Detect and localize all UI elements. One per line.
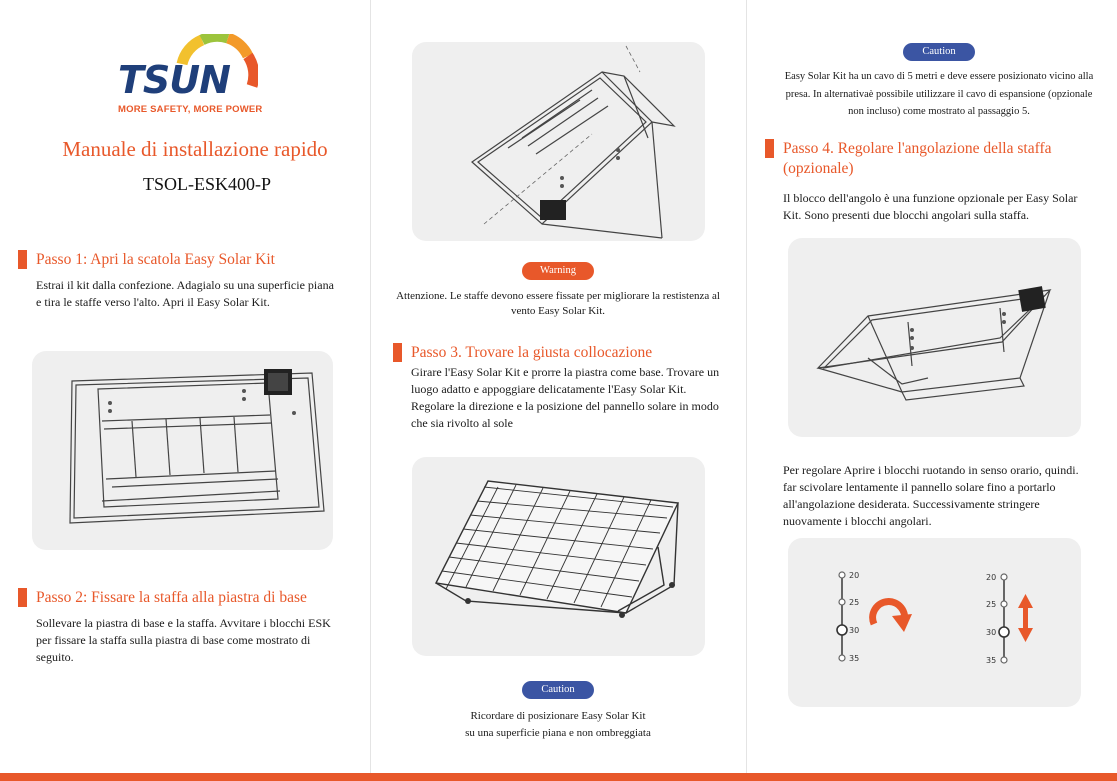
step-3-figure (412, 457, 705, 656)
step-4-heading: Passo 4. Regolare l'angolazione della st… (765, 139, 1105, 179)
step-2-text: Sollevare la piastra di base e la staffa… (36, 616, 331, 664)
step-2-title: Passo 2: Fissare la staffa alla piastra … (36, 589, 307, 606)
angle-label: 25 (849, 598, 859, 607)
brand-tagline: MORE SAFETY, MORE POWER (118, 104, 263, 115)
rotate-clockwise-icon (869, 598, 912, 632)
column-divider (370, 0, 371, 773)
model-number: TSOL-ESK400-P (142, 174, 271, 194)
caution-text: Ricordare di posizionare Easy Solar Kit … (465, 710, 651, 739)
document-title: Manuale di installazione rapido (62, 137, 328, 161)
brand-name: TSUN (118, 58, 231, 102)
step-marker (765, 139, 774, 158)
angle-label: 30 (986, 628, 996, 637)
step-3-title: Passo 3. Trovare la giusta collocazione (411, 344, 653, 361)
unfolded-kit-illustration (69, 369, 325, 524)
angle-scale-right: 20 25 30 35 (986, 573, 1010, 665)
step-marker (18, 588, 27, 607)
caution-badge: Caution (903, 43, 975, 61)
angle-label: 30 (849, 626, 859, 635)
warning-badge: Warning (522, 262, 594, 280)
bracket-assembly-illustration (471, 45, 676, 239)
step-2-heading: Passo 2: Fissare la staffa alla piastra … (18, 588, 358, 608)
angle-label: 35 (849, 654, 859, 663)
step-1-title: Passo 1: Apri la scatola Easy Solar Kit (36, 251, 275, 268)
column-1: TSUN MORE SAFETY, MORE POWER Manuale di … (0, 0, 370, 773)
angle-bracket-illustration (816, 286, 1052, 401)
caution-text: Easy Solar Kit ha un cavo di 5 metri e d… (784, 71, 1094, 117)
step-marker (18, 250, 27, 269)
step-1-text: Estrai il kit dalla confezione. Adagialo… (36, 278, 334, 309)
column-divider (746, 0, 747, 773)
step-4-text: Il blocco dell'angolo è una funzione opz… (783, 191, 1078, 222)
step-4-title: Passo 4. Regolare l'angolazione della st… (783, 140, 1052, 177)
step-4-adjust-text: Per regolare Aprire i blocchi ruotando i… (783, 463, 1079, 528)
angle-label: 20 (986, 573, 996, 582)
step-3-text: Girare l'Easy Solar Kit e prorre la pias… (411, 365, 720, 430)
column-2: Warning Attenzione. Le staffe devono ess… (371, 0, 746, 773)
step-1-figure (32, 351, 333, 550)
angle-lock-diagram: 20 25 30 35 20 25 30 35 (836, 571, 1033, 665)
angle-scale-left: 20 25 30 35 (836, 571, 859, 663)
page-footer-bar (0, 773, 1117, 781)
logo-arc-icon (176, 34, 258, 88)
warning-text: Attenzione. Le staffe devono essere fiss… (396, 290, 720, 317)
angle-label: 20 (849, 571, 859, 580)
column-3: Caution Easy Solar Kit ha un cavo di 5 m… (747, 0, 1117, 773)
angle-label: 25 (986, 600, 996, 609)
angle-label: 35 (986, 656, 996, 665)
step-4-figure (788, 238, 1081, 437)
caution-badge: Caution (522, 681, 594, 699)
step-3-heading: Passo 3. Trovare la giusta collocazione (393, 343, 733, 363)
step-marker (393, 343, 402, 362)
brand-logo: TSUN MORE SAFETY, MORE POWER (118, 34, 262, 116)
angle-adjust-figure: 20 25 30 35 20 25 30 35 (788, 538, 1081, 707)
solar-panel-illustration (434, 480, 680, 618)
step-1-heading: Passo 1: Apri la scatola Easy Solar Kit (18, 250, 358, 270)
step-2-figure (412, 42, 705, 241)
up-down-arrow-icon (1018, 594, 1033, 642)
